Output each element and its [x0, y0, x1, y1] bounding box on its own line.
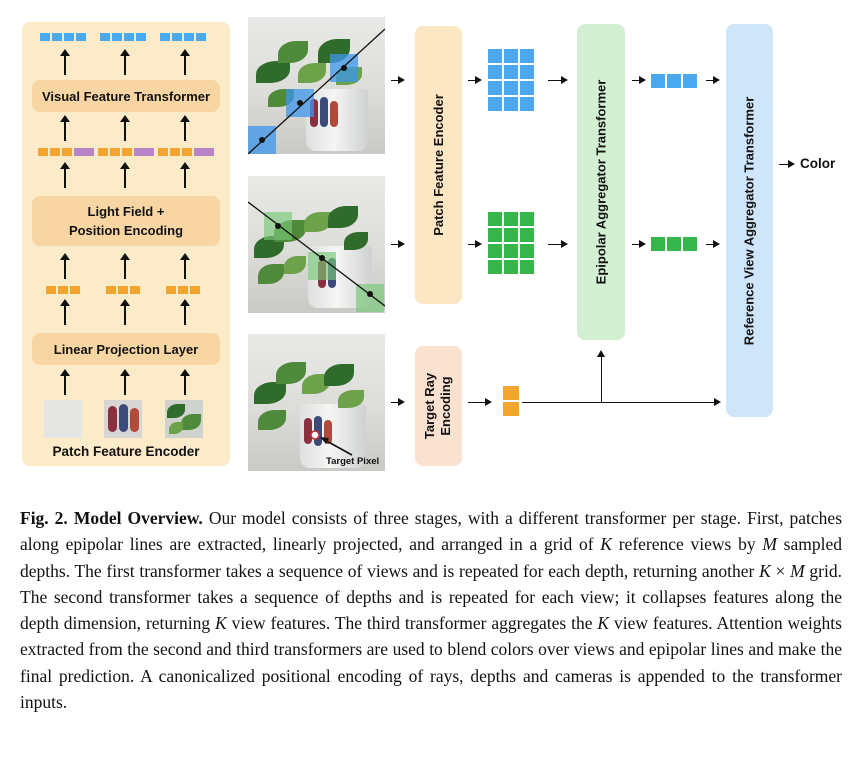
target-pixel-label: Target Pixel [326, 456, 380, 467]
arrow-head [714, 398, 721, 406]
epipolar-line [248, 28, 385, 154]
output-token-group [100, 33, 146, 41]
target-ray-encoding-label: Target Ray Encoding [422, 372, 454, 440]
projected-token-group [106, 286, 140, 294]
projected-token-group [166, 286, 200, 294]
arrow [468, 396, 492, 408]
light-field-position-encoding-box: Light Field + Position Encoding [32, 196, 220, 246]
caption-label: Fig. 2. [20, 508, 68, 528]
up-arrow [120, 369, 130, 395]
arrow [706, 74, 720, 86]
encoded-token-group [158, 148, 214, 156]
arrow-head [597, 350, 605, 357]
epipolar-aggregator-transformer-label: Epipolar Aggregator Transformer [593, 79, 609, 285]
arrow [632, 238, 646, 250]
reference-view-2-image [248, 176, 385, 313]
view-2-feature-tokens [651, 237, 697, 251]
color-output-label: Color [800, 156, 836, 171]
epipolar-line [248, 201, 385, 307]
position-encoding-label: Position Encoding [68, 223, 184, 238]
up-arrow [60, 299, 70, 325]
up-arrow [180, 253, 190, 279]
up-arrow [180, 115, 190, 141]
arrow [548, 238, 568, 250]
encoded-token-group [98, 148, 154, 156]
light-field-label: Light Field + [87, 204, 165, 219]
visual-feature-transformer-label: Visual Feature Transformer [41, 88, 211, 104]
encoded-token-group [38, 148, 94, 156]
up-arrow [60, 162, 70, 188]
target-ray-token [503, 386, 519, 400]
arrow [548, 74, 568, 86]
up-arrow [120, 49, 130, 75]
target-view-image: Target Pixel [248, 334, 385, 471]
arrow [391, 238, 405, 250]
target-pixel-marker [310, 430, 353, 456]
up-arrow [180, 49, 190, 75]
visual-feature-transformer-box: Visual Feature Transformer [32, 80, 220, 112]
reference-view-aggregator-transformer-box: Reference View Aggregator Transformer [726, 24, 773, 417]
arrow [779, 158, 795, 170]
patch-feature-encoder-box: Patch Feature Encoder [415, 26, 462, 304]
arrow [632, 74, 646, 86]
projected-token-group [46, 286, 80, 294]
target-ray-encoding-box: Target Ray Encoding [415, 346, 462, 466]
up-arrow [120, 299, 130, 325]
input-patch-birds [104, 400, 142, 438]
reference-view-aggregator-transformer-label: Reference View Aggregator Transformer [741, 96, 757, 345]
up-arrow [60, 369, 70, 395]
caption-heading: Model Overview. [73, 508, 203, 528]
up-arrow [180, 369, 190, 395]
input-patch-leaves [165, 400, 203, 438]
epipolar-aggregator-transformer-box: Epipolar Aggregator Transformer [577, 24, 625, 340]
target-ray-token [503, 402, 519, 416]
output-token-group [160, 33, 206, 41]
up-arrow [60, 253, 70, 279]
target-ray-line [522, 402, 718, 404]
up-arrow [120, 115, 130, 141]
view-1-feature-tokens [651, 74, 697, 88]
reference-view-1-image [248, 17, 385, 154]
patch-feature-encoder-title: Patch Feature Encoder [52, 444, 200, 459]
patch-feature-encoder-label: Patch Feature Encoder [430, 94, 446, 236]
arrow [468, 74, 482, 86]
up-arrow [60, 115, 70, 141]
arrow [468, 238, 482, 250]
arrow [391, 74, 405, 86]
target-ray-branch [601, 354, 603, 402]
up-arrow [120, 162, 130, 188]
input-patch-blank [44, 400, 82, 438]
arrow [706, 238, 720, 250]
reference-view-2-feature-grid [488, 212, 534, 274]
figure-caption: Fig. 2. Model Overview. Our model consis… [20, 508, 843, 713]
linear-projection-layer-label: Linear Projection Layer [53, 341, 199, 357]
arrow [391, 396, 405, 408]
up-arrow [60, 49, 70, 75]
linear-projection-layer-box: Linear Projection Layer [32, 333, 220, 365]
up-arrow [180, 299, 190, 325]
up-arrow [180, 162, 190, 188]
reference-view-1-feature-grid [488, 49, 534, 111]
output-token-group [40, 33, 86, 41]
up-arrow [120, 253, 130, 279]
